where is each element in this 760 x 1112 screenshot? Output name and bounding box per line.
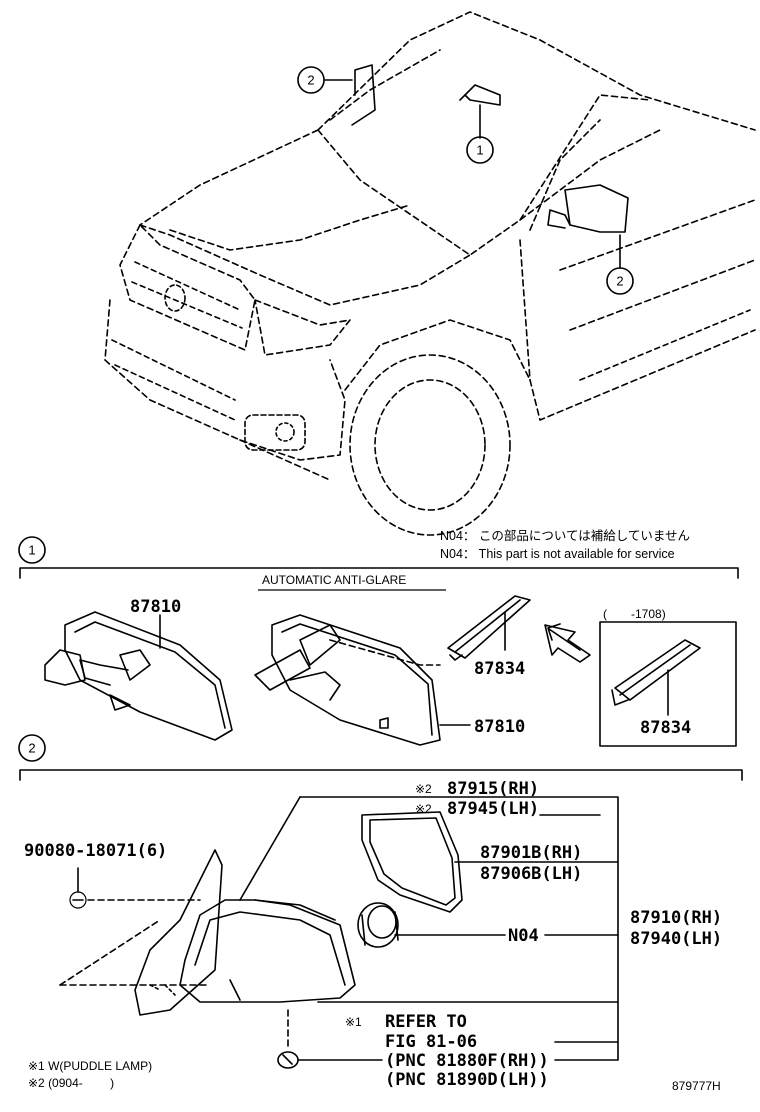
door-mirror-assembly-drawing — [134, 849, 356, 1016]
callout-2-top-label: 2 — [307, 73, 314, 88]
mark-2-cover-lh: ※2 — [415, 802, 432, 816]
inset-box — [599, 621, 737, 747]
direction-arrow-icon — [547, 623, 581, 651]
ref-line-2: FIG 81-06 — [385, 1032, 477, 1052]
part-87910-rh: 87910(RH) — [630, 908, 722, 928]
part-87945-lh: 87945(LH) — [447, 799, 539, 819]
part-90080-18071: 90080-18071(6) — [24, 841, 167, 861]
footnote-1: ※1 W(PUDDLE LAMP) — [28, 1059, 152, 1073]
part-87834: 87834 — [474, 659, 525, 679]
ref-line-3: (PNC 81880F(RH)) — [385, 1051, 549, 1071]
section-2-label: 2 — [28, 741, 35, 756]
callout-2-right-label: 2 — [616, 274, 623, 289]
inset-range: ( -1708) — [603, 607, 666, 621]
ref-mark-1: ※1 — [345, 1015, 362, 1029]
actuator-motor-drawing — [357, 902, 399, 948]
mark-2-cover-rh: ※2 — [415, 782, 432, 796]
bracket-87834-drawing — [447, 595, 531, 661]
callout-2-top-icon — [297, 66, 325, 94]
assy-leader-line — [299, 796, 619, 1061]
part-87940-lh: 87940(LH) — [630, 929, 722, 949]
inner-mirror-left-drawing — [44, 611, 233, 741]
note-n04-en: N04： This part is not available for serv… — [440, 547, 675, 561]
inset-part-87834: 87834 — [640, 718, 691, 738]
label-n04: N04 — [508, 926, 539, 946]
mirror-glass-drawing — [361, 811, 463, 913]
section-1-label: 1 — [28, 543, 35, 558]
vehicle-illustration — [104, 11, 756, 536]
section-2-bracket — [19, 769, 743, 781]
part-87810-left: 87810 — [130, 597, 181, 617]
figure-code: 879777H — [672, 1079, 721, 1093]
part-87901b-rh: 87901B(RH) — [480, 843, 582, 863]
section-1-marker-icon — [18, 536, 46, 564]
ref-line-4: (PNC 81890D(LH)) — [385, 1070, 549, 1090]
note-n04-jp: N04： この部品については補給していません — [440, 528, 690, 543]
part-87810-right: 87810 — [474, 717, 525, 737]
ref-line-1: REFER TO — [385, 1012, 467, 1032]
callout-2-right-icon — [606, 267, 634, 295]
callout-1-top-label: 1 — [476, 143, 483, 158]
footnote-2: ※2 (0904- ) — [28, 1076, 114, 1090]
part-87906b-lh: 87906B(LH) — [480, 864, 582, 884]
inner-mirror-right-drawing — [254, 614, 471, 746]
section-1-bracket — [19, 567, 739, 579]
callout-1-top-icon — [466, 136, 494, 164]
section-2-marker-icon — [18, 734, 46, 762]
inset-bracket-drawing — [611, 639, 701, 716]
part-87915-rh: 87915(RH) — [447, 779, 539, 799]
section-1-header: AUTOMATIC ANTI-GLARE — [262, 573, 406, 587]
